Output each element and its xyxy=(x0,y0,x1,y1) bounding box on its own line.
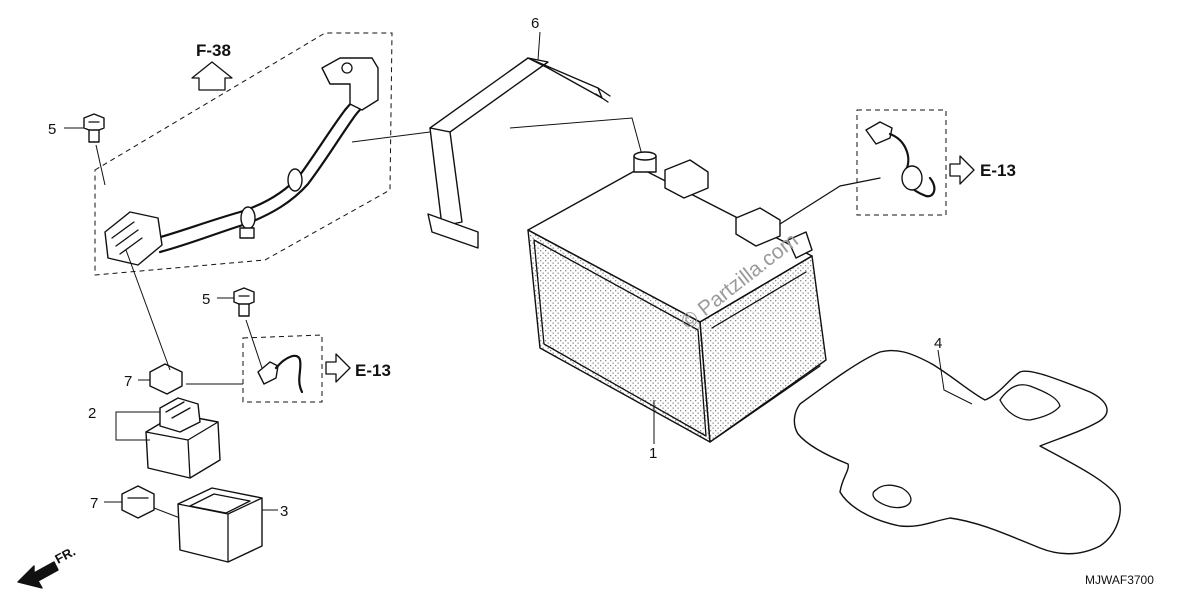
callout-bolt-upper: 5 xyxy=(48,121,56,138)
cable-band xyxy=(287,168,303,192)
front-indicator: FR. xyxy=(52,544,78,567)
positive-terminal-right xyxy=(865,121,893,145)
harness-terminal xyxy=(321,57,379,111)
terminal-cover xyxy=(901,165,923,191)
callout-fuse-box-cover: 3 xyxy=(280,503,288,520)
ground-terminal-left xyxy=(257,361,279,385)
hollow-arrow-icon xyxy=(949,155,975,185)
callout-battery-band: 6 xyxy=(531,15,539,32)
electrical-ref-right-label: E-13 xyxy=(980,161,1016,180)
electrical-ref-left-label: E-13 xyxy=(355,361,391,380)
diagram-code: MJWAF3700 xyxy=(1085,573,1154,587)
callout-battery-tray-plate: 4 xyxy=(934,335,942,352)
fuse-box-part xyxy=(145,397,221,479)
callout-fuse-box: 2 xyxy=(88,405,96,422)
fuse-box-cover-part xyxy=(177,487,263,563)
fuse-lower-part xyxy=(121,485,155,519)
callout-fuse-upper: 7 xyxy=(124,373,132,390)
clamp-bolt xyxy=(239,227,255,239)
battery-tray-plate-part xyxy=(793,349,1121,555)
hollow-arrow-icon xyxy=(325,353,351,383)
terminal-group-left xyxy=(242,334,323,403)
cable-clamp xyxy=(240,206,256,230)
bolt-upper-part xyxy=(83,113,105,143)
battery-terminal-positive xyxy=(787,231,813,259)
callout-bolt-lower: 5 xyxy=(202,291,210,308)
harness-connector xyxy=(104,211,163,266)
callout-fuse-lower: 7 xyxy=(90,495,98,512)
callout-battery: 1 xyxy=(649,445,657,462)
terminal-group-right xyxy=(856,109,947,216)
frame-ref-label: F-38 xyxy=(196,41,231,60)
harness-group xyxy=(94,32,393,276)
hollow-arrow-icon xyxy=(191,61,233,91)
harness-dashed-box xyxy=(94,32,393,276)
battery-part xyxy=(527,151,881,443)
battery-band-part xyxy=(427,57,611,249)
fuse-upper-part xyxy=(149,363,183,395)
front-direction-arrow-icon xyxy=(17,561,59,589)
bolt-lower-part xyxy=(233,287,255,317)
